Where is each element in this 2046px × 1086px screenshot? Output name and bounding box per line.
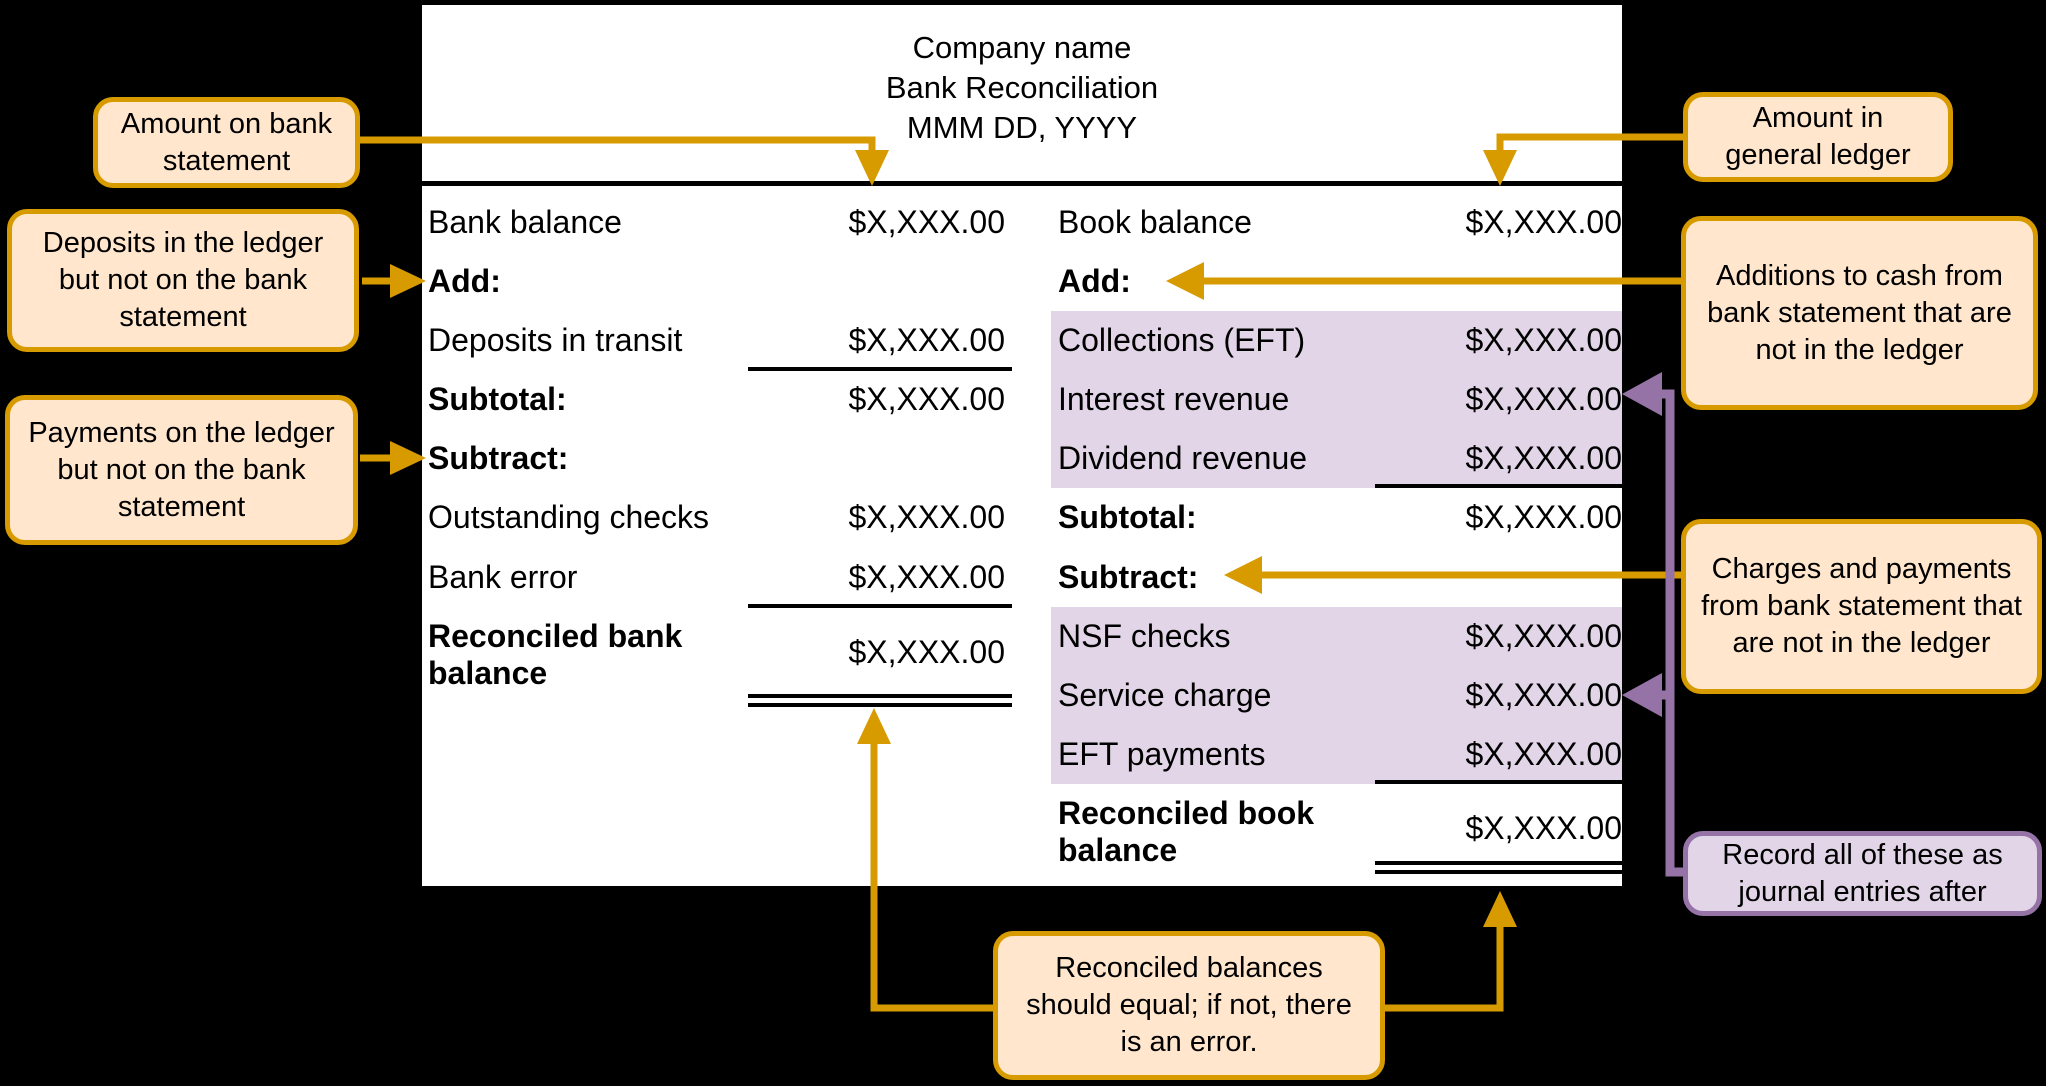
callout-payments-on-ledger: Payments on the ledger but not on the ba… [5, 395, 358, 545]
arrowhead-bank-balance-icon [855, 150, 889, 186]
arrow-line-reconciled-right [1382, 927, 1504, 1012]
arrowhead-add-left-icon [390, 264, 426, 298]
row-reconciled-bank-balance-value: $X,XXX.00 [848, 634, 1005, 670]
callout-charges-and-payments: Charges and payments from bank statement… [1681, 519, 2042, 694]
callout-deposits-in-ledger: Deposits in the ledger but not on the ba… [7, 209, 359, 352]
double-rule-book-bottom [1375, 870, 1622, 874]
arrowhead-interest-revenue-icon [1622, 372, 1662, 416]
rule-bank-error [748, 604, 1012, 608]
arrowhead-book-balance-icon [1483, 150, 1517, 186]
arrow-line-reconciled-left [870, 744, 996, 1012]
company-name: Company name [912, 30, 1132, 65]
arrowhead-reconciled-book-icon [1483, 891, 1517, 927]
double-rule-bank-bottom [748, 703, 1012, 707]
callout-additions-to-cash: Additions to cash from bank statement th… [1681, 216, 2038, 410]
arrowhead-subtract-right-icon [1224, 556, 1262, 594]
arrowhead-add-right-icon [1166, 262, 1204, 300]
callout-reconciled-balances: Reconciled balances should equal; if not… [993, 931, 1385, 1080]
arrowhead-subtract-left-icon [390, 441, 426, 475]
callout-amount-on-bank-statement: Amount on bank statement [93, 97, 360, 188]
row-reconciled-bank-balance-label: Reconciled bank balance [428, 618, 683, 691]
double-rule-bank-top [748, 694, 1012, 698]
highlight-additions-block [1051, 311, 1622, 488]
row-reconciled-book-balance-value: $X,XXX.00 [1465, 810, 1622, 846]
arrowhead-service-charge-icon [1622, 673, 1662, 717]
double-rule-book-top [1375, 861, 1622, 865]
arrow-line-amount-on-bank-statement [360, 136, 876, 154]
callout-record-journal-entries: Record all of these as journal entries a… [1683, 831, 2042, 916]
row-reconciled-book-balance-label: Reconciled book balance [1058, 795, 1315, 868]
header-separator [422, 181, 1622, 186]
rule-dividend-revenue [1375, 484, 1622, 488]
statement-date: MMM DD, YYYY [906, 110, 1138, 145]
rule-deposits-in-transit [748, 367, 1012, 371]
arrowhead-reconciled-bank-icon [857, 708, 891, 744]
purple-trunk-to-interest-revenue [1660, 389, 1686, 877]
highlight-subtractions-block [1051, 607, 1622, 784]
statement-title: Bank Reconciliation [885, 70, 1159, 105]
document-header: Company name Bank Reconciliation MMM DD,… [422, 28, 1622, 148]
callout-amount-in-general-ledger: Amount in general ledger [1683, 92, 1953, 182]
rule-eft-payments [1375, 780, 1622, 784]
arrow-line-amount-in-general-ledger [1496, 133, 1690, 154]
